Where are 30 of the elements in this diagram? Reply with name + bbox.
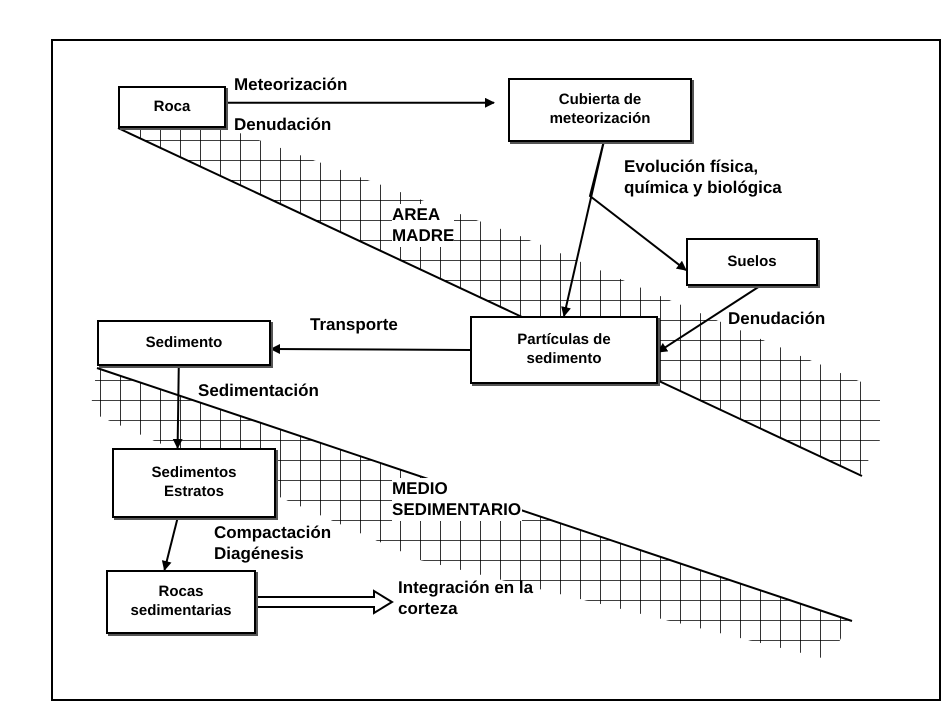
- node-text: Suelos: [727, 252, 777, 272]
- process-box: [508, 78, 692, 142]
- arrow: [588, 142, 687, 271]
- edge-label: Meteorización: [234, 74, 348, 96]
- arrow: [172, 366, 183, 449]
- node-text: Partículas de sedimento: [516, 331, 612, 369]
- process-box: [470, 316, 658, 384]
- note-text: Integración en la corteza: [398, 576, 534, 620]
- process-box: [686, 238, 818, 286]
- process-box: [118, 86, 226, 128]
- zone-label: AREA MADRE: [392, 204, 454, 246]
- hollow-arrow: [255, 589, 394, 615]
- node-text: Sedimentos Estratos: [150, 464, 238, 502]
- edge-label: Compactación Diagénesis: [214, 522, 332, 564]
- process-box: [112, 448, 276, 518]
- edge-label: Evolución física, química y biológica: [624, 156, 783, 198]
- node-text: Cubierta de meteorización: [548, 91, 652, 129]
- arrow: [162, 518, 179, 571]
- node-text: Roca: [154, 98, 190, 116]
- edge-label: Transporte: [310, 314, 399, 336]
- zone-label: MEDIO SEDIMENTARIO: [392, 478, 522, 520]
- arrow: [270, 344, 470, 354]
- process-label: Denudación: [234, 114, 332, 136]
- node-text: Sedimento: [146, 334, 222, 352]
- edge-label: Sedimentación: [198, 380, 320, 402]
- arrow: [226, 98, 495, 108]
- node-text: Rocas sedimentarias: [130, 583, 232, 621]
- process-box: [106, 570, 256, 634]
- edge-label: Denudación: [728, 308, 826, 330]
- process-box: [97, 320, 271, 366]
